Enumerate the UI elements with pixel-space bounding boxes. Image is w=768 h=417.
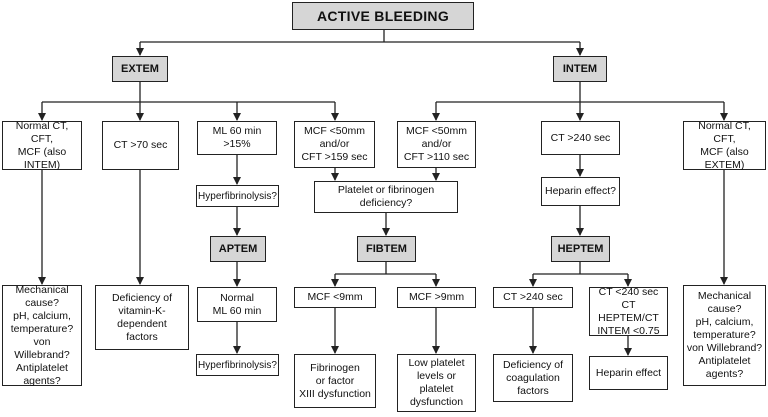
heparin-effect-result-box: Heparin effect xyxy=(589,356,668,390)
coagulation-factor-deficiency-box: Deficiency of coagulation factors xyxy=(493,354,573,402)
normal-extem-criteria-box: Normal CT, CFT, MCF (also INTEM) xyxy=(2,120,82,171)
heparin-effect-question-box: Heparin effect? xyxy=(541,177,620,206)
ct-70-box: CT >70 sec xyxy=(102,121,179,170)
fibtem-node: FIBTEM xyxy=(357,236,416,262)
hyperfibrinolysis-result-box: Hyperfibrinolysis? xyxy=(196,354,279,376)
heptem-ct-240-box: CT >240 sec xyxy=(493,287,573,308)
vitamin-k-deficiency-box: Deficiency of vitamin-K-dependent factor… xyxy=(95,285,189,350)
platelet-fibrinogen-question-box: Platelet or fibrinogen deficiency? xyxy=(314,181,458,213)
low-platelet-box: Low platelet levels or platelet dysfunct… xyxy=(397,354,476,412)
ct-240-intem-box: CT >240 sec xyxy=(541,121,620,155)
intem-node: INTEM xyxy=(553,56,607,82)
active-bleeding-title: ACTIVE BLEEDING xyxy=(292,2,474,30)
mechanical-cause-right-box: Mechanical cause? pH, calcium, temperatu… xyxy=(683,285,766,386)
mcf-cft-110-box: MCF <50mm and/or CFT >110 sec xyxy=(397,121,476,168)
mechanical-cause-left-box: Mechanical cause? pH, calcium, temperatu… xyxy=(2,284,82,387)
hyperfibrinolysis-question-box: Hyperfibrinolysis? xyxy=(196,185,279,207)
extem-node: EXTEM xyxy=(112,56,168,82)
fibrinogen-xiii-dysfunction-box: Fibrinogen or factor XIII dysfunction xyxy=(294,354,376,408)
heptem-node: HEPTEM xyxy=(551,236,610,262)
ml60-15-box: ML 60 min >15% xyxy=(197,121,277,155)
aptem-node: APTEM xyxy=(210,236,266,262)
normal-intem-criteria-box: Normal CT, CFT, MCF (also EXTEM) xyxy=(683,120,766,171)
mcf-gt-9-box: MCF >9mm xyxy=(397,287,476,308)
ct-heptem-ratio-box: CT <240 sec CT HEPTEM/CT INTEM <0.75 xyxy=(589,286,668,337)
mcf-lt-9-box: MCF <9mm xyxy=(294,287,376,308)
mcf-cft-159-box: MCF <50mm and/or CFT >159 sec xyxy=(294,121,375,168)
normal-ml60-box: Normal ML 60 min xyxy=(197,287,277,322)
